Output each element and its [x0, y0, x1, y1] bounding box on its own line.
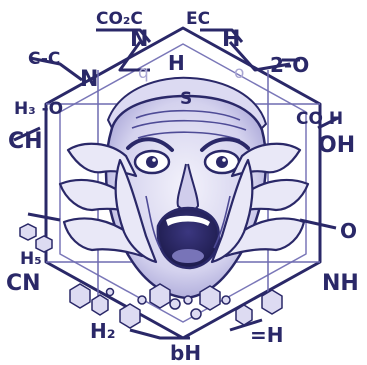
- label-left-cc: C-C: [28, 49, 60, 69]
- label-ghost-o: o: [234, 63, 244, 83]
- label-top-n: N: [130, 27, 148, 52]
- label-bh: bH: [170, 341, 201, 365]
- label-ch: CH: [8, 129, 43, 154]
- label-ghost-q: q: [138, 63, 149, 83]
- label-s: S: [180, 89, 192, 109]
- left-eye: [133, 149, 171, 175]
- label-eh: =H: [250, 323, 284, 347]
- label-ec: EC: [186, 9, 210, 29]
- left-eyebrow: [126, 137, 174, 152]
- cheek-wrinkles: [145, 195, 231, 249]
- label-co2c: CO₂C: [96, 9, 143, 29]
- right-eye: [203, 149, 241, 175]
- label-oh: OH: [318, 133, 355, 158]
- label-left-n: N: [80, 67, 98, 92]
- molecule-clusters: [19, 223, 283, 329]
- tongue: [172, 249, 204, 263]
- label-right-2o: 2-O: [270, 53, 309, 77]
- chemical-labels: CO₂C EC N H H C-C N 2-O H₃ -O CH CO H OH…: [6, 9, 359, 365]
- label-top-h: H: [222, 27, 240, 52]
- label-cn: CN: [6, 271, 41, 296]
- label-h5: H₅: [20, 249, 42, 269]
- label-h3o: H₃ -O: [14, 99, 63, 119]
- right-eyebrow: [200, 137, 250, 152]
- teeth: [166, 215, 210, 226]
- label-right-o: O: [340, 219, 357, 243]
- label-top-center-h: H: [168, 51, 185, 75]
- label-h2: H₂: [90, 319, 116, 343]
- label-co-h: CO H: [296, 109, 343, 129]
- right-hands: [210, 142, 310, 264]
- label-nh: NH: [322, 271, 359, 296]
- forehead-wrinkles: [131, 109, 247, 141]
- left-hands: [58, 142, 158, 264]
